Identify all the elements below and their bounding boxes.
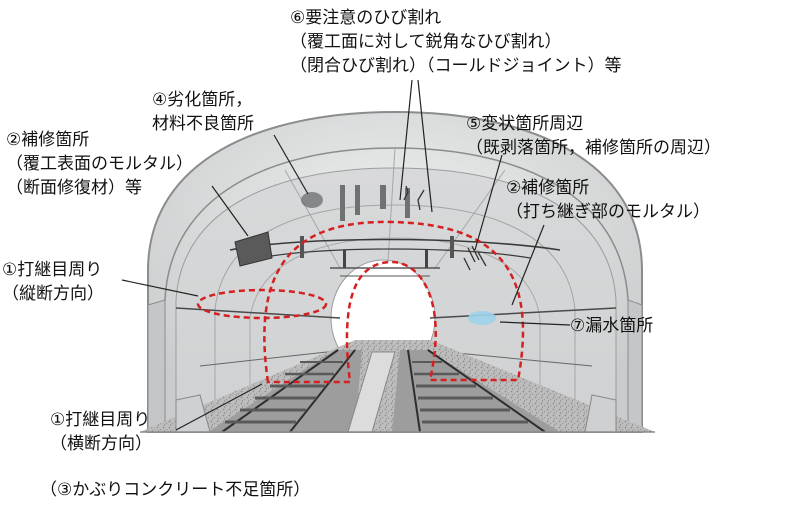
joint-marker-transverse: [263, 220, 525, 384]
label-deformation: ⑤変状箇所周辺 （既剥落箇所，補修箇所の周辺）: [466, 112, 721, 160]
label-repair-left: ②補修箇所 （覆工表面のモルタル） （断面修復材）等: [6, 128, 193, 200]
deterioration-spot: [301, 192, 323, 208]
label-caution-cracks-title: ⑥要注意のひび割れ: [290, 8, 442, 28]
joint-marker-longitudinal: [196, 288, 328, 320]
label-insufficient-cover-title: （③かぶりコンクリート不足箇所）: [40, 480, 311, 500]
leak-spot: [468, 311, 496, 325]
left-track: [208, 349, 362, 433]
leader-lines: [121, 79, 571, 431]
hanger: [355, 185, 360, 215]
crack: [417, 189, 425, 211]
label-joint-transverse: ①打継目周り （横断方向）: [50, 408, 152, 456]
label-deterioration: ④劣化箇所， 材料不良箇所: [152, 88, 254, 136]
hanger: [340, 185, 345, 221]
mortar-patch: [234, 231, 273, 267]
label-joint-transverse-direction: （横断方向）: [50, 434, 152, 454]
label-repair-right-detail: （打ち継ぎ部のモルタル）: [506, 202, 710, 222]
label-deterioration-material: 材料不良箇所: [152, 114, 254, 134]
label-joint-longitudinal-title: ①打継目周り: [2, 260, 103, 280]
label-joint-transverse-title: ①打継目周り: [50, 410, 151, 430]
label-repair-right-title: ②補修箇所: [506, 178, 590, 198]
label-caution-cracks-closed: （閉合ひび割れ）（コールドジョイント）等: [290, 56, 622, 76]
label-caution-cracks-acute: （覆工面に対して鋭角なひび割れ）: [290, 32, 562, 52]
hanger: [380, 185, 386, 209]
label-insufficient-cover: （③かぶりコンクリート不足箇所）: [40, 478, 310, 502]
label-repair-left-title: ②補修箇所: [6, 130, 90, 150]
label-repair-right: ②補修箇所 （打ち継ぎ部のモルタル）: [506, 176, 710, 224]
label-deformation-detail: （既剥落箇所，補修箇所の周辺）: [466, 138, 721, 158]
label-joint-longitudinal-direction: （縦断方向）: [2, 284, 104, 304]
label-repair-left-material: （断面修復材）等: [6, 178, 142, 198]
construction-joint-markers: [196, 220, 525, 384]
label-leak: ⑦漏水箇所: [570, 314, 653, 338]
label-repair-left-mortar: （覆工表面のモルタル）: [6, 154, 193, 174]
crack: [403, 185, 409, 201]
right-track: [392, 349, 560, 433]
label-deformation-title: ⑤変状箇所周辺: [466, 114, 584, 134]
label-caution-cracks: ⑥要注意のひび割れ （覆工面に対して鋭角なひび割れ） （閉合ひび割れ）（コールド…: [290, 6, 622, 78]
label-joint-longitudinal: ①打継目周り （縦断方向）: [2, 258, 104, 306]
label-leak-title: ⑦漏水箇所: [570, 316, 654, 336]
label-deterioration-title: ④劣化箇所，: [152, 90, 253, 110]
hanger: [405, 188, 410, 218]
